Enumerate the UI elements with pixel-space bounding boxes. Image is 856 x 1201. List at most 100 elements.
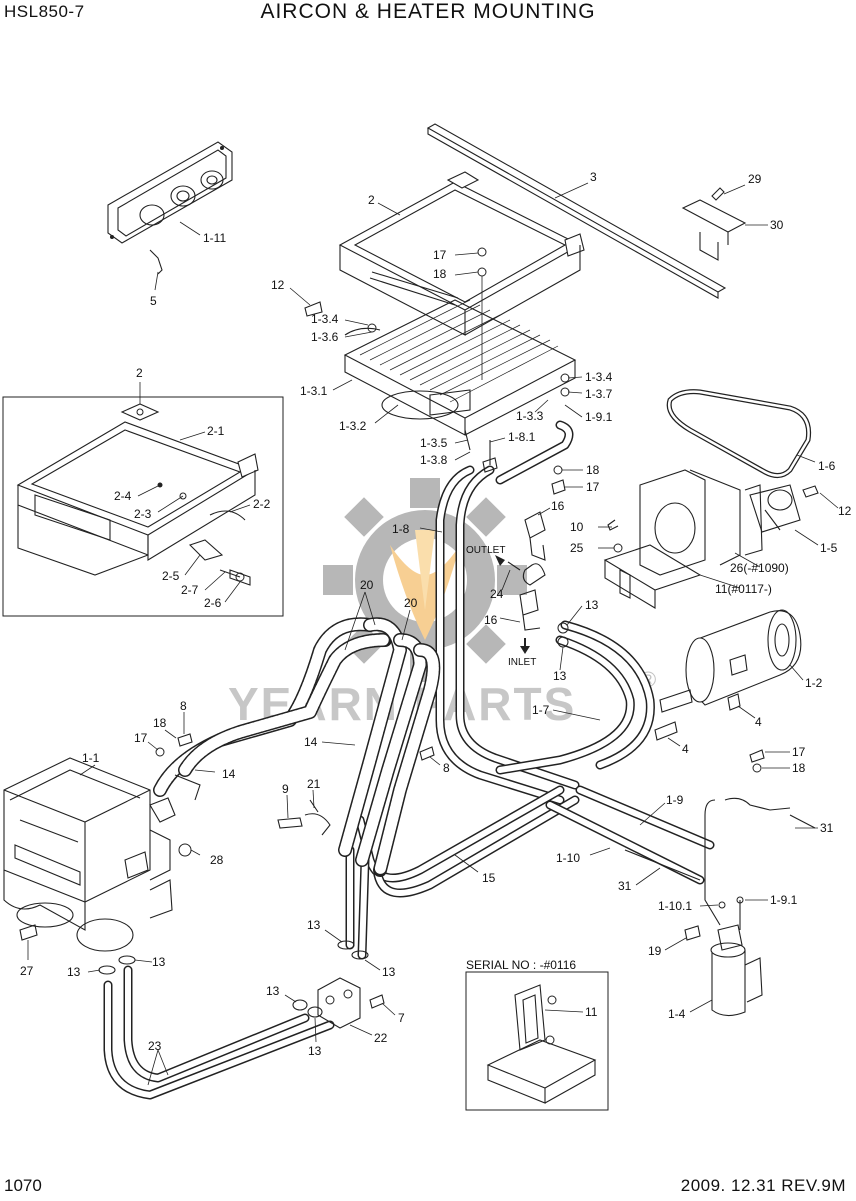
callout-28: 28 bbox=[210, 853, 224, 867]
callout-inset-2-6: 2-6 bbox=[204, 596, 222, 610]
callout-inset-2-3: 2-3 bbox=[134, 507, 152, 521]
callout-13-heater-a: 13 bbox=[67, 965, 81, 979]
callout-inset-2-7: 2-7 bbox=[181, 583, 199, 597]
callout-inset-2-4: 2-4 bbox=[114, 489, 132, 503]
callout-1-4: 1-4 bbox=[668, 1007, 686, 1021]
callout-1-9-1-bottom: 1-9.1 bbox=[770, 893, 798, 907]
callout-5: 5 bbox=[150, 294, 157, 308]
callout-17-right: 17 bbox=[792, 745, 806, 759]
callout-17-top: 17 bbox=[433, 248, 447, 262]
callout-16-bottom: 16 bbox=[484, 613, 498, 627]
diagram-title: AIRCON & HEATER MOUNTING bbox=[260, 0, 596, 23]
callout-25: 25 bbox=[570, 541, 584, 555]
callout-1-3-3: 1-3.3 bbox=[516, 409, 544, 423]
refrigerant-hoses: 1-8 1-7 1-9 1-10 15 bbox=[103, 420, 791, 1100]
expansion-valves-16: 16 OUTLET 24 16 13 13 INLET bbox=[466, 499, 599, 683]
corrugated-hoses-20: 20 20 14 14 bbox=[153, 578, 441, 877]
callout-21: 21 bbox=[307, 777, 321, 791]
callout-8-mid: 8 bbox=[443, 761, 450, 775]
callout-30: 30 bbox=[770, 218, 784, 232]
callout-20-b: 20 bbox=[404, 596, 418, 610]
callout-13-mid-a: 13 bbox=[307, 918, 321, 932]
control-panel-1-11: 1-11 5 bbox=[107, 141, 233, 308]
callout-31-left: 31 bbox=[618, 879, 632, 893]
callout-17-valve: 17 bbox=[586, 480, 600, 494]
callout-1-3-4-right: 1-3.4 bbox=[585, 370, 613, 384]
callout-18-top: 18 bbox=[433, 267, 447, 281]
serial-number-label: SERIAL NO : -#0116 bbox=[466, 958, 576, 972]
compressor-1-2: 1-2 4 4 bbox=[654, 609, 823, 756]
callout-13-low-a: 13 bbox=[266, 984, 280, 998]
frame-2-evaporator-1-3: 2 17 18 12 1-3.4 1-3.6 1-3.1 1-3.2 1-3.3… bbox=[271, 171, 613, 467]
callout-19: 19 bbox=[648, 944, 662, 958]
model-code: HSL850-7 bbox=[4, 2, 85, 21]
callout-1-3-6: 1-3.6 bbox=[311, 330, 339, 344]
callout-14-left: 14 bbox=[222, 767, 236, 781]
callout-1-3-5: 1-3.5 bbox=[420, 436, 448, 450]
callout-26: 26(-#1090) bbox=[730, 561, 789, 575]
callout-14-mid: 14 bbox=[304, 735, 318, 749]
callout-1-10-1: 1-10.1 bbox=[658, 899, 692, 913]
callout-8-left: 8 bbox=[180, 699, 187, 713]
compressor-bracket-11: 10 25 26(-#1090) 11(#0117-) bbox=[570, 469, 789, 609]
receiver-dryer-1-4: 17 18 31 31 1-10.1 1-9.1 19 1-4 bbox=[618, 745, 834, 1021]
callout-13-valve-a: 13 bbox=[585, 598, 599, 612]
callout-1-10: 1-10 bbox=[556, 851, 580, 865]
callout-inset-2-2: 2-2 bbox=[253, 497, 271, 511]
callout-23: 23 bbox=[148, 1039, 162, 1053]
callout-inset-2: 2 bbox=[136, 366, 143, 380]
callout-27: 27 bbox=[20, 964, 34, 978]
callout-1-11: 1-11 bbox=[203, 231, 226, 245]
callout-11-bracket: 11(#0117-) bbox=[715, 582, 772, 596]
callout-2: 2 bbox=[368, 193, 375, 207]
callout-13-heater-b: 13 bbox=[152, 955, 166, 969]
callout-7: 7 bbox=[398, 1011, 405, 1025]
callout-29: 29 bbox=[748, 172, 762, 186]
callout-24: 24 bbox=[490, 587, 504, 601]
callout-12-right: 12 bbox=[838, 504, 852, 518]
callout-22: 22 bbox=[374, 1031, 388, 1045]
callout-1-3-1: 1-3.1 bbox=[300, 384, 328, 398]
callout-12-left: 12 bbox=[271, 278, 285, 292]
callout-4-lower: 4 bbox=[682, 742, 689, 756]
callout-18-valve: 18 bbox=[586, 463, 600, 477]
callout-1-3-8: 1-3.8 bbox=[420, 453, 448, 467]
inset-bracket-assembly: 2 2-1 2-4 2-3 2-2 2-5 2-7 2-6 bbox=[2, 366, 284, 617]
callout-18-right: 18 bbox=[792, 761, 806, 775]
callout-15: 15 bbox=[482, 871, 496, 885]
strap-3: 3 bbox=[426, 123, 727, 299]
callout-1-3-4-left: 1-3.4 bbox=[311, 312, 339, 326]
callout-13-valve-b: 13 bbox=[553, 669, 567, 683]
revision-date: 2009. 12.31 REV.9M bbox=[680, 1176, 846, 1195]
callout-13-low-b: 13 bbox=[308, 1044, 322, 1058]
bracket-30: 29 30 bbox=[681, 172, 784, 261]
callout-serial-11: 11 bbox=[585, 1005, 598, 1019]
callout-1-3-7: 1-3.7 bbox=[585, 387, 613, 401]
callout-4-upper: 4 bbox=[755, 715, 762, 729]
callout-17-left: 17 bbox=[134, 731, 148, 745]
outlet-label: OUTLET bbox=[466, 545, 505, 556]
callout-1-6: 1-6 bbox=[818, 459, 836, 473]
heater-unit-1-1: 1-1 28 27 17 18 8 bbox=[3, 699, 224, 978]
callout-31-right: 31 bbox=[820, 821, 834, 835]
misc-fittings: 8 9 21 7 22 13 13 13 13 13 13 bbox=[67, 457, 600, 1086]
callout-1-7: 1-7 bbox=[532, 703, 550, 717]
belt-1-6-tensioner-1-5: 1-6 12 1-5 bbox=[666, 389, 852, 555]
callout-20-a: 20 bbox=[360, 578, 374, 592]
page-number: 1070 bbox=[4, 1176, 42, 1195]
callout-3: 3 bbox=[590, 170, 597, 184]
callout-1-1: 1-1 bbox=[82, 751, 100, 765]
callout-inset-2-1: 2-1 bbox=[207, 424, 225, 438]
callout-1-3-2: 1-3.2 bbox=[339, 419, 367, 433]
callout-9: 9 bbox=[282, 782, 289, 796]
callout-inset-2-5: 2-5 bbox=[162, 569, 180, 583]
callout-1-5: 1-5 bbox=[820, 541, 838, 555]
callout-1-9-1-top: 1-9.1 bbox=[585, 410, 613, 424]
callout-1-8: 1-8 bbox=[392, 522, 410, 536]
callout-16-top: 16 bbox=[551, 499, 565, 513]
callout-1-2: 1-2 bbox=[805, 676, 823, 690]
callout-1-9: 1-9 bbox=[666, 793, 684, 807]
callout-1-8-1: 1-8.1 bbox=[508, 430, 536, 444]
callout-18-left: 18 bbox=[153, 716, 167, 730]
